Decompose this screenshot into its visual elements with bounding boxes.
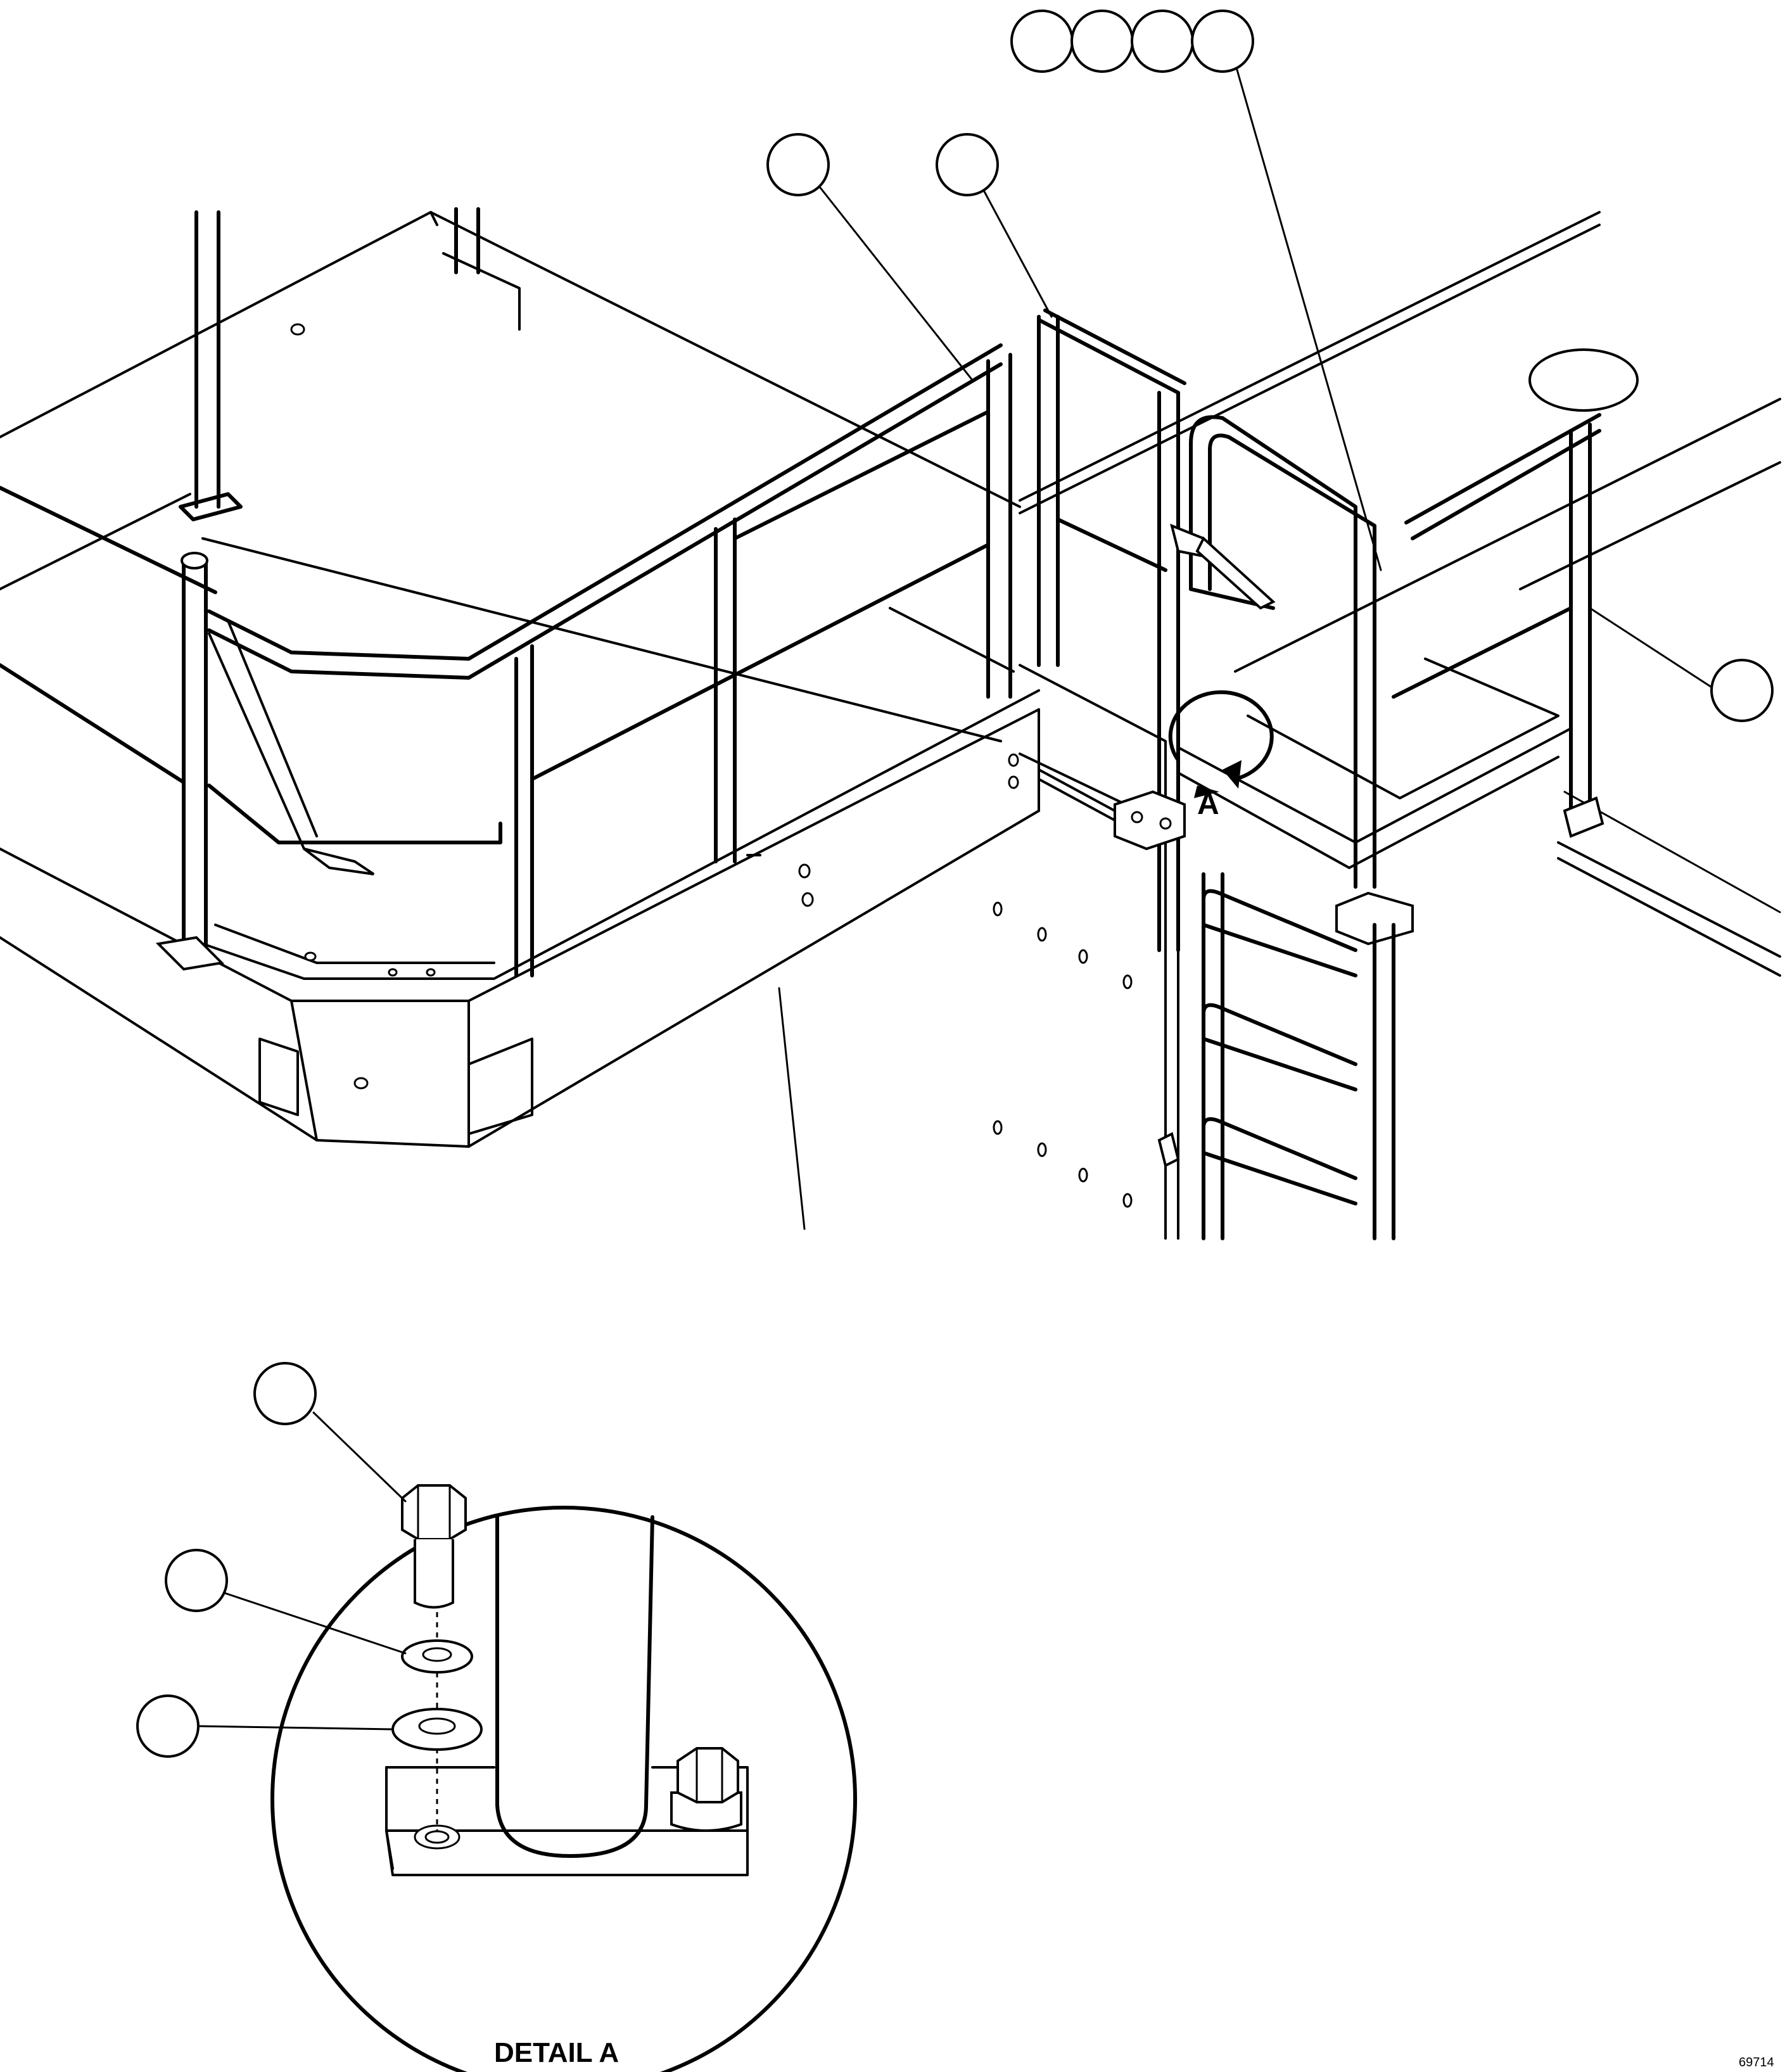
balloon-5 [766,133,830,196]
detail-boundary-circle [270,1506,857,2072]
balloon-4 [1191,10,1254,73]
ladder [1157,841,1395,1240]
detail-a-callout: A [1168,690,1274,821]
wall-holes [993,901,1133,1208]
detail-callout-letter: A [1197,787,1219,821]
balloons-main [766,10,1774,722]
balloon-7 [1710,659,1774,722]
leader-lines [816,62,1718,692]
balloon-2 [1070,10,1134,73]
left-handrails [0,207,1012,977]
gate-landing [889,308,1604,952]
main-isometric-view: A [0,10,1781,1240]
right-walkway [1019,211,1781,977]
balloon-detail-2 [165,1549,228,1612]
balloon-detail-3 [136,1694,200,1758]
balloon-6 [936,133,999,196]
left-platform-deck [0,211,1040,1230]
balloon-detail-1 [253,1362,317,1425]
balloon-3 [1131,10,1194,73]
balloon-1 [1010,10,1074,73]
detail-a-view: DETAIL A [136,1362,857,2072]
detail-title: DETAIL A [494,2037,619,2068]
drawing-reference-number: 69714 [1739,2056,1774,2069]
